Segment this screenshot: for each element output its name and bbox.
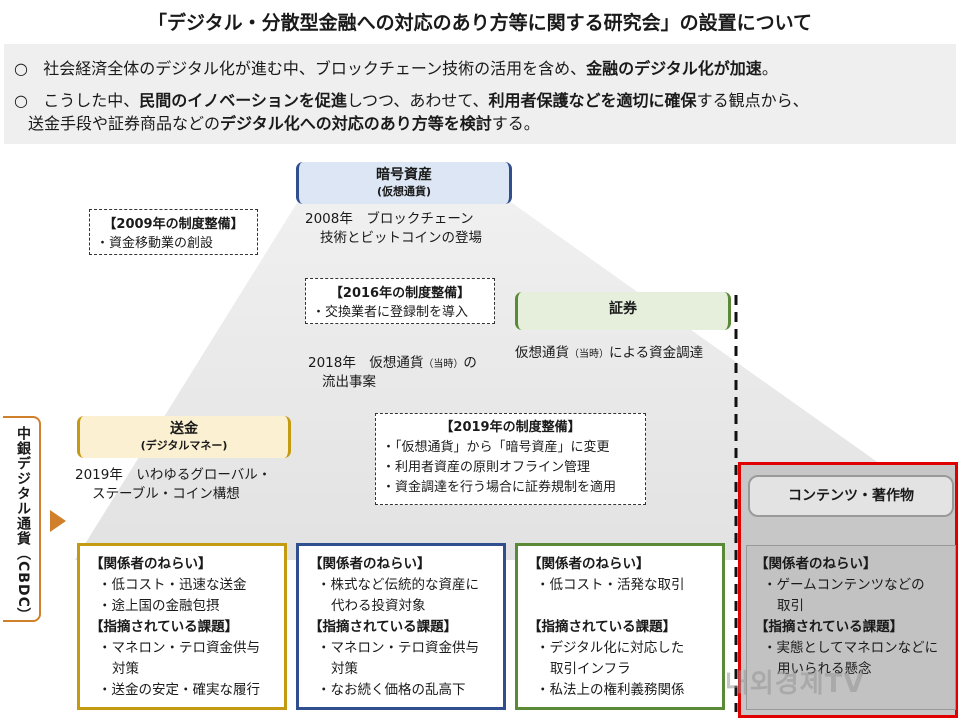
securities-desc: 仮想通貨（当時）による資金調達 bbox=[515, 344, 703, 364]
issue-item: ・なお続く価格の乱高下 bbox=[317, 682, 466, 698]
summary-text: する観点から、 bbox=[696, 91, 809, 110]
issue-item: 用いられる懸念 bbox=[777, 661, 872, 677]
securities-label-text: 証券 bbox=[609, 301, 637, 317]
summary-line-3: 送金手段や証券商品などのデジタル化への対応のあり方等を検討する。 bbox=[28, 112, 540, 136]
watermark-logo: 내외경제TV bbox=[725, 669, 865, 699]
issues-header: 【指摘されている課題】 bbox=[309, 619, 458, 635]
summary-text: 。 bbox=[761, 59, 778, 78]
crypto-assets-label: 暗号資産 (仮想通貨) bbox=[296, 162, 512, 204]
summary-emphasis: 利用者保護などを適切に確保 bbox=[488, 91, 697, 110]
spacer bbox=[528, 596, 712, 617]
cbdc-tab: 中銀デジタル通貨（CBDC） bbox=[3, 416, 41, 623]
summary-text: 社会経済全体のデジタル化が進む中、ブロックチェーン技術の活用を含め、 bbox=[43, 59, 587, 78]
issue-item: ・デジタル化に対応した bbox=[536, 640, 685, 656]
remittance-label: 送金 (デジタルマネー) bbox=[77, 416, 291, 458]
summary-line-2: ○ こうした中、民間のイノベーションを促進しつつ、あわせて、利用者保護などを適切… bbox=[14, 89, 809, 113]
aims-header: 【関係者のねらい】 bbox=[528, 556, 650, 572]
crypto-label-text: 暗号資産 bbox=[376, 167, 432, 183]
crypto-sub-text: (仮想通貨) bbox=[376, 185, 432, 198]
arrow-triangle-icon bbox=[50, 510, 66, 532]
issue-item: 対策 bbox=[331, 661, 358, 677]
reg-2009-header: 【2009年の制度整備】 bbox=[103, 217, 244, 232]
summary-line-1: ○ 社会経済全体のデジタル化が進む中、ブロックチェーン技術の活用を含め、金融のデ… bbox=[14, 57, 778, 81]
aims-header: 【関係者のねらい】 bbox=[755, 556, 877, 572]
aim-item: 代わる投資対象 bbox=[331, 598, 426, 614]
issue-item: ・実態としてマネロンなどに bbox=[763, 640, 939, 656]
aims-header: 【関係者のねらい】 bbox=[90, 556, 212, 572]
issue-item: ・送金の安定・確実な履行 bbox=[98, 682, 260, 698]
remittance-card: 【関係者のねらい】 ・低コスト・迅速な送金 ・途上国の金融包摂 【指摘されている… bbox=[77, 543, 287, 710]
reg-2016-item: ・交換業者に登録制を導入 bbox=[312, 305, 469, 320]
aims-header: 【関係者のねらい】 bbox=[309, 556, 431, 572]
summary-box: ○ 社会経済全体のデジタル化が進む中、ブロックチェーン技術の活用を含め、金融のデ… bbox=[4, 44, 956, 144]
crypto-card: 【関係者のねらい】 ・株式など伝統的な資産に 代わる投資対象 【指摘されている課… bbox=[296, 543, 506, 710]
fan-shape bbox=[75, 198, 945, 560]
aim-item: ・低コスト・活発な取引 bbox=[536, 577, 685, 593]
securities-label: 証券 bbox=[515, 292, 731, 330]
issues-header: 【指摘されている課題】 bbox=[528, 619, 677, 635]
aim-item: ・低コスト・迅速な送金 bbox=[98, 577, 247, 593]
reg-2016-box: 【2016年の制度整備】 ・交換業者に登録制を導入 bbox=[305, 278, 495, 324]
event-2018-line-2: 流出事案 bbox=[322, 374, 376, 390]
reg-2009-item: ・資金移動業の創設 bbox=[96, 236, 214, 251]
event-2018-line-1: 2018年 仮想通貨（当時）の bbox=[308, 354, 477, 374]
issue-item: 取引インフラ bbox=[550, 661, 631, 677]
reg-2019-header: 【2019年の制度整備】 bbox=[440, 420, 581, 435]
reg-2019-item: ・利用者資産の原則オフライン管理 bbox=[382, 460, 591, 475]
reg-2019-box: 【2019年の制度整備】 ・「仮想通貨」から「暗号資産」に変更 ・利用者資産の原… bbox=[375, 413, 646, 505]
remittance-sub-text: (デジタルマネー) bbox=[140, 439, 228, 452]
bullet-mark: ○ bbox=[14, 91, 28, 110]
issues-header: 【指摘されている課題】 bbox=[755, 619, 904, 635]
summary-text: しつつ、あわせて、 bbox=[346, 91, 489, 110]
content-card: 【関係者のねらい】 ・ゲームコンテンツなどの 取引 【指摘されている課題】 ・実… bbox=[746, 545, 956, 710]
reg-2019-item: ・「仮想通貨」から「暗号資産」に変更 bbox=[382, 440, 610, 455]
securities-desc-note: （当時） bbox=[569, 349, 609, 360]
event-2018-text: の bbox=[463, 355, 477, 371]
bullet-mark: ○ bbox=[14, 59, 28, 78]
summary-text: する。 bbox=[491, 114, 540, 133]
cbdc-label: 中銀デジタル通貨（CBDC） bbox=[15, 426, 31, 623]
remittance-desc-line-1: 2019年 いわゆるグローバル・ bbox=[75, 467, 272, 483]
aim-item: ・株式など伝統的な資産に bbox=[317, 577, 479, 593]
reg-2009-box: 【2009年の制度整備】 ・資金移動業の創設 bbox=[89, 209, 258, 255]
summary-emphasis: 民間のイノベーションを促進 bbox=[139, 91, 347, 110]
issue-item: ・マネロン・テロ資金供与 bbox=[317, 640, 479, 656]
crypto-desc-line-2: 技術とビットコインの登場 bbox=[320, 230, 482, 246]
aim-item: 取引 bbox=[777, 598, 804, 614]
issues-header: 【指摘されている課題】 bbox=[90, 619, 239, 635]
remittance-desc-line-2: ステーブル・コイン構想 bbox=[92, 486, 240, 502]
reg-2016-header: 【2016年の制度整備】 bbox=[329, 286, 471, 301]
summary-emphasis: 金融のデジタル化が加速 bbox=[586, 59, 762, 78]
summary-text: こうした中、 bbox=[43, 91, 140, 110]
page-title: 「デジタル・分散型金融への対応のあり方等に関する研究会」の設置について bbox=[147, 12, 813, 34]
issue-item: 対策 bbox=[112, 661, 139, 677]
event-2018-text: 2018年 仮想通貨 bbox=[308, 355, 424, 371]
remittance-label-text: 送金 bbox=[170, 421, 198, 437]
summary-emphasis: デジタル化への対応のあり方等を検討 bbox=[220, 114, 492, 133]
summary-text: 送金手段や証券商品などの bbox=[28, 114, 221, 133]
aim-item: ・ゲームコンテンツなどの bbox=[763, 577, 925, 593]
securities-desc-text: による資金調達 bbox=[609, 345, 704, 361]
securities-card: 【関係者のねらい】 ・低コスト・活発な取引 【指摘されている課題】 ・デジタル化… bbox=[515, 543, 725, 710]
securities-desc-text: 仮想通貨 bbox=[515, 345, 569, 361]
aim-item: ・途上国の金融包摂 bbox=[98, 598, 220, 614]
content-label: コンテンツ・著作物 bbox=[748, 475, 954, 517]
reg-2019-item: ・資金調達を行う場合に証券規制を適用 bbox=[382, 480, 617, 495]
issue-item: ・私法上の権利義務関係 bbox=[536, 682, 685, 698]
event-2018-note: （当時） bbox=[423, 359, 464, 370]
crypto-desc-line-1: 2008年 ブロックチェーン bbox=[305, 211, 474, 227]
issue-item: ・マネロン・テロ資金供与 bbox=[98, 640, 260, 656]
